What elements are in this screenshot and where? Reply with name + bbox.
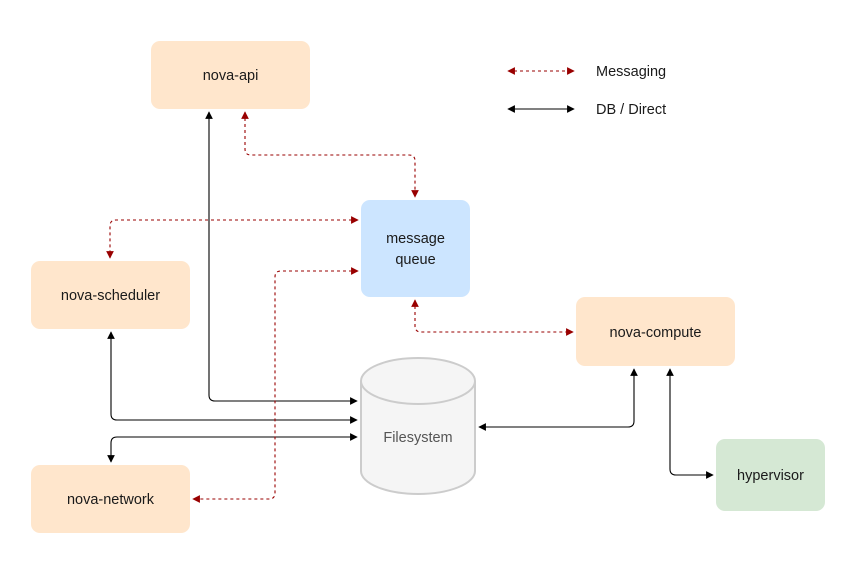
nova-scheduler-box [31, 261, 190, 329]
nova-scheduler-label: nova-scheduler [61, 288, 160, 304]
nova-network-box [31, 465, 190, 533]
edge-scheduler-filesystem [107, 331, 358, 424]
node-hypervisor[interactable]: hypervisor [716, 439, 825, 511]
edge-queue-scheduler [106, 216, 359, 259]
node-nova-network[interactable]: nova-network [31, 465, 190, 533]
node-nova-compute[interactable]: nova-compute [576, 297, 735, 366]
node-filesystem[interactable]: Filesystem [360, 357, 476, 495]
message-queue-label-line1: message [386, 231, 445, 247]
legend: Messaging DB / Direct [507, 64, 666, 118]
nova-network-label: nova-network [67, 492, 155, 508]
filesystem-cylinder-icon [360, 357, 476, 495]
nova-api-label: nova-api [203, 68, 259, 84]
nova-api-box [151, 41, 310, 109]
legend-direct-label: DB / Direct [596, 102, 666, 118]
hypervisor-label: hypervisor [737, 468, 804, 484]
edge-filesystem-compute [478, 368, 638, 431]
node-nova-scheduler[interactable]: nova-scheduler [31, 261, 190, 329]
message-queue-box [361, 200, 470, 297]
node-message-queue[interactable]: message queue [361, 200, 470, 297]
nova-compute-box [576, 297, 735, 366]
filesystem-cylinder-rim [360, 380, 476, 405]
edge-compute-hypervisor [666, 368, 714, 479]
legend-messaging-label: Messaging [596, 64, 666, 80]
nova-compute-label: nova-compute [610, 325, 702, 341]
message-queue-label-line2: queue [395, 252, 435, 268]
filesystem-label: Filesystem [383, 430, 452, 446]
edge-queue-network [192, 267, 359, 503]
edge-network-filesystem [107, 433, 358, 463]
edge-queue-compute [411, 299, 574, 336]
node-nova-api[interactable]: nova-api [151, 41, 310, 109]
hypervisor-box [716, 439, 825, 511]
edge-api-queue [241, 111, 419, 198]
